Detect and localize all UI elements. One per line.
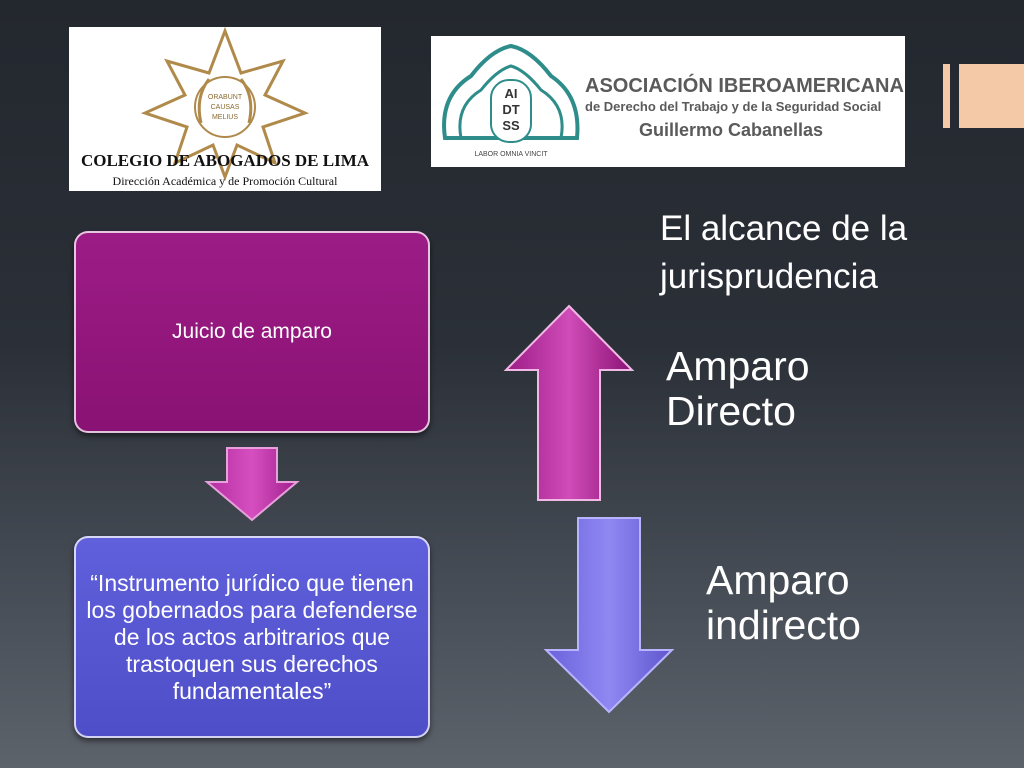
colegio-abogados-logo: ORABUNT CAUSAS MELIUS COLEGIO DE ABOGADO…	[69, 26, 381, 191]
definition-text: “Instrumento jurídico que tienen los gob…	[86, 569, 418, 704]
corner-bars-decoration	[943, 64, 1024, 128]
amparo-directo-label: Amparo Directo	[666, 343, 810, 434]
down-arrow-icon	[543, 517, 675, 714]
emblem-motto: LABOR OMNIA VINCIT	[474, 151, 548, 158]
motto-line-1: ORABUNT	[208, 94, 243, 101]
up-arrow-icon	[503, 304, 635, 501]
colegio-name: COLEGIO DE ABOGADOS DE LIMA	[81, 151, 370, 170]
aidtss-emblem-icon: AI DT SS LABOR OMNIA VINCIT ASOCIACIÓN I…	[442, 43, 904, 158]
amparo-indirecto-label: Amparo indirecto	[706, 557, 861, 648]
emblem-line-1: AI	[505, 86, 518, 101]
slide-title: El alcance de la jurisprudencia	[660, 209, 908, 296]
asociacion-iberoamericana-logo: AI DT SS LABOR OMNIA VINCIT ASOCIACIÓN I…	[431, 36, 905, 167]
asociacion-subtitle: de Derecho del Trabajo y de la Seguridad…	[585, 99, 881, 114]
definition-box: “Instrumento jurídico que tienen los gob…	[74, 536, 430, 738]
star-emblem-icon: ORABUNT CAUSAS MELIUS COLEGIO DE ABOGADO…	[81, 26, 370, 188]
juicio-amparo-text: Juicio de amparo	[172, 320, 332, 343]
emblem-line-3: SS	[502, 118, 520, 133]
colegio-subtitle: Dirección Académica y de Promoción Cultu…	[113, 174, 339, 188]
motto-line-2: CAUSAS	[211, 104, 240, 111]
asociacion-person: Guillermo Cabanellas	[639, 120, 823, 140]
asociacion-name: ASOCIACIÓN IBEROAMERICANA	[585, 73, 904, 97]
juicio-amparo-box: Juicio de amparo	[74, 231, 430, 433]
motto-line-3: MELIUS	[212, 114, 238, 121]
emblem-line-2: DT	[502, 102, 519, 117]
connector-down-arrow-icon	[204, 447, 300, 522]
